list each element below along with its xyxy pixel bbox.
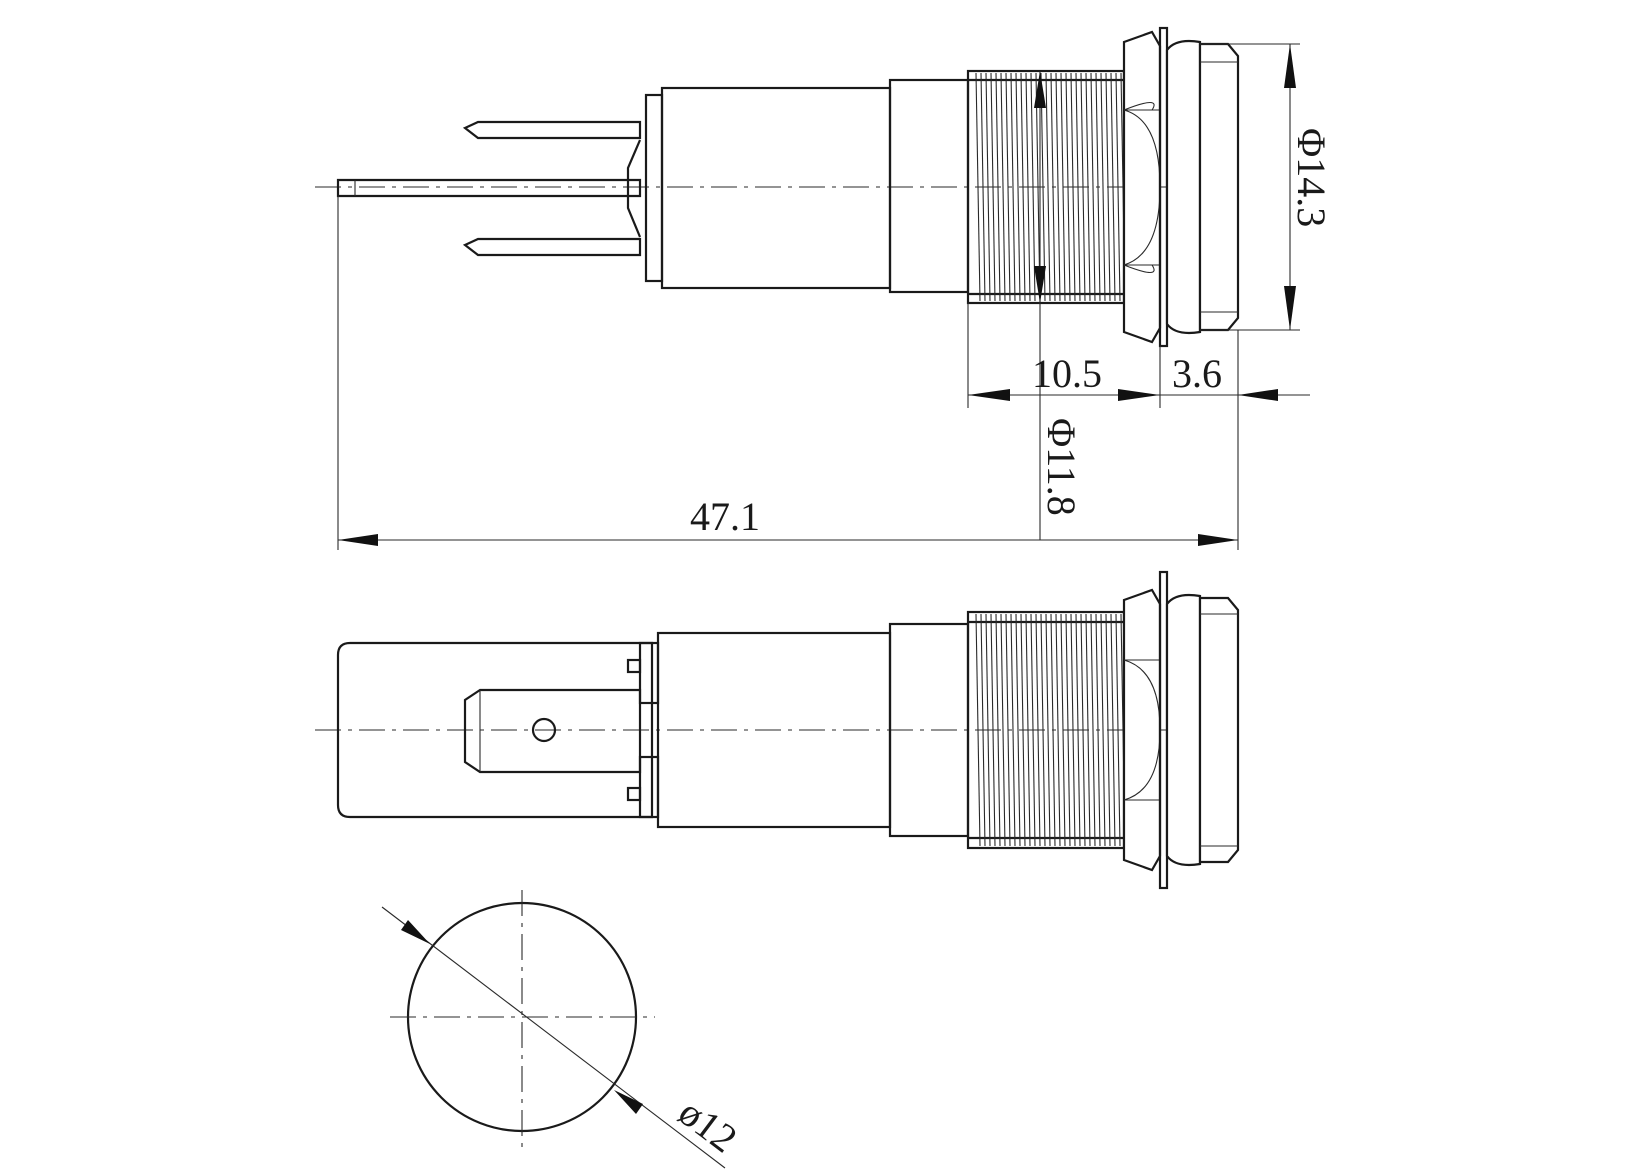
thread-diameter-label: Φ11.8: [1039, 418, 1084, 516]
thread-ridge: [1055, 613, 1061, 847]
thread-ridge: [1005, 613, 1011, 847]
thread-ridge: [1050, 613, 1056, 847]
thread-ridge: [1095, 72, 1101, 302]
lens-diameter-label: ø12: [671, 1089, 746, 1161]
dim-flange-diameter: [1200, 43, 1300, 331]
threaded-section-top: [966, 610, 1126, 850]
terminal-pins: [336, 120, 642, 257]
thread-ridge: [1105, 72, 1111, 302]
thread-ridge: [1095, 613, 1101, 847]
thread-ridge: [1040, 72, 1046, 302]
threaded-section: [966, 69, 1126, 305]
thread-ridge: [1015, 613, 1021, 847]
thread-ridge: [1090, 613, 1096, 847]
thread-ridge: [1085, 613, 1091, 847]
thread-ridge: [1025, 613, 1031, 847]
lower-pin: [462, 237, 642, 257]
thread-ridge: [995, 613, 1001, 847]
thread-ridge: [1070, 72, 1076, 302]
side-view: 10.5 3.6 47.1 Φ14.3 Φ11.8: [315, 26, 1334, 550]
thread-ridge: [1085, 72, 1091, 302]
hex-nut-top: [1122, 588, 1162, 872]
thread-ridge: [985, 613, 991, 847]
thread-length-label: 10.5: [1032, 351, 1102, 396]
thread-ridge: [980, 613, 986, 847]
thread-ridge: [1050, 72, 1056, 302]
thread-ridge: [1030, 613, 1036, 847]
thread-ridge: [1080, 72, 1086, 302]
thread-ridge: [1040, 613, 1046, 847]
thread-ridge: [1045, 72, 1051, 302]
thread-ridge: [1065, 613, 1071, 847]
housing-front: [888, 78, 970, 294]
front-bezel: [1165, 39, 1240, 335]
thread-ridge: [1035, 72, 1041, 302]
flange-diameter-label: Φ14.3: [1289, 128, 1334, 227]
flange-height-label: 3.6: [1172, 351, 1222, 396]
pin-holder: [626, 139, 642, 238]
thread-ridge: [1045, 613, 1051, 847]
thread-ridge: [1020, 72, 1026, 302]
overall-length-label: 47.1: [690, 494, 760, 539]
thread-ridge: [1035, 613, 1041, 847]
thread-ridge: [1025, 72, 1031, 302]
thread-ridge: [1080, 613, 1086, 847]
thread-ridge: [1110, 72, 1116, 302]
thread-ridge: [975, 72, 981, 302]
thread-ridge: [1090, 72, 1096, 302]
dim-overall-length: [338, 534, 1238, 546]
thread-ridge: [1060, 72, 1066, 302]
thread-ridge: [1115, 72, 1121, 302]
thread-ridge: [1075, 613, 1081, 847]
thread-ridge: [990, 72, 996, 302]
thread-ridge: [1010, 613, 1016, 847]
thread-ridge: [1100, 613, 1106, 847]
hex-nut: [1122, 30, 1162, 344]
thread-ridge: [1075, 72, 1081, 302]
front-view: ø12: [381, 890, 746, 1169]
thread-ridge: [1000, 72, 1006, 302]
dim-thread-length: [968, 389, 1160, 401]
thread-ridge: [1005, 72, 1011, 302]
center-pin: [336, 178, 642, 198]
spade-terminal: [463, 688, 642, 774]
thread-ridge: [1105, 613, 1111, 847]
thread-ridge: [990, 613, 996, 847]
thread-ridge: [1000, 613, 1006, 847]
thread-ridge: [1055, 72, 1061, 302]
dim-lens-diameter: [381, 906, 726, 1169]
dim-thread-diameter: [1034, 71, 1046, 540]
thread-ridge: [1065, 72, 1071, 302]
top-view: [315, 570, 1240, 890]
housing-body: [660, 86, 892, 290]
front-bezel-top: [1165, 593, 1240, 867]
dim-flange-height: [1160, 389, 1310, 401]
thread-ridge: [1110, 613, 1116, 847]
thread-ridge: [1015, 72, 1021, 302]
thread-ridge: [1010, 72, 1016, 302]
thread-ridge: [1115, 613, 1121, 847]
terminal-block: [336, 641, 654, 819]
thread-ridge: [985, 72, 991, 302]
spade-hole: [531, 717, 557, 743]
thread-ridge: [1100, 72, 1106, 302]
thread-ridge: [1030, 72, 1036, 302]
rear-collar: [644, 93, 664, 283]
thread-ridge: [980, 72, 986, 302]
thread-ridge: [975, 613, 981, 847]
thread-ridge: [1020, 613, 1026, 847]
upper-pin: [462, 120, 642, 140]
thread-ridge: [995, 72, 1001, 302]
thread-ridge: [1060, 613, 1066, 847]
thread-ridge: [1070, 613, 1076, 847]
